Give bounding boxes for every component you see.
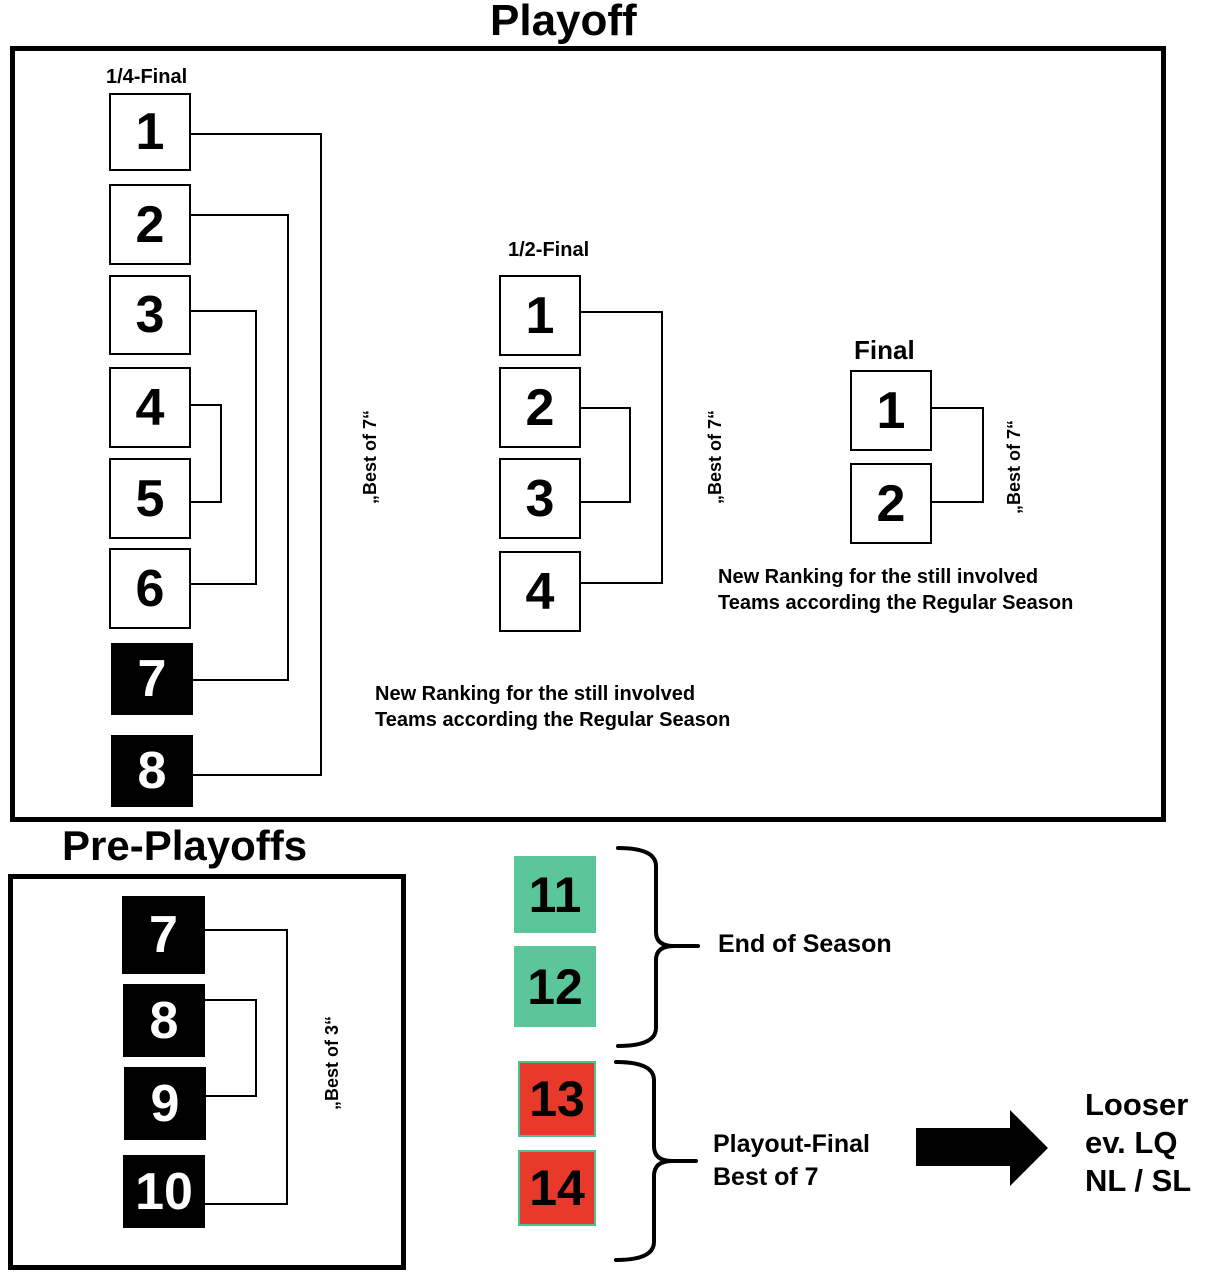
- quarter-seed-7: 7: [111, 643, 193, 715]
- playout-seed-13: 13: [518, 1061, 596, 1137]
- quarter-series-label: „Best of 7“: [360, 409, 380, 504]
- semi-ranking-note: New Ranking for the still involved Teams…: [375, 681, 730, 733]
- final-seed-2: 2: [850, 463, 932, 544]
- quarter-seed-2: 2: [109, 184, 191, 265]
- pre-playoffs-series-label: „Best of 3“: [322, 1015, 342, 1110]
- playout-label-line2: Best of 7: [713, 1163, 819, 1191]
- semi-seed-2: 2: [499, 367, 581, 448]
- final-series-label: „Best of 7“: [1004, 419, 1024, 514]
- final-seed-1: 1: [850, 370, 932, 451]
- playout-seed-14: 14: [518, 1150, 596, 1226]
- relegation-line2: ev. LQ: [1085, 1125, 1178, 1160]
- end-of-season-seed-12: 12: [514, 946, 596, 1027]
- pre-playoffs-frame: [8, 874, 406, 1270]
- playoff-frame: [10, 46, 1166, 822]
- playout-label: Playout-Final Best of 7: [713, 1128, 870, 1194]
- quarter-seed-4: 4: [109, 367, 191, 448]
- final-label: Final: [854, 335, 915, 365]
- pre-playoffs-title: Pre-Playoffs: [62, 822, 308, 869]
- semi-seed-3: 3: [499, 458, 581, 539]
- quarter-final-label: 1/4-Final: [106, 66, 188, 88]
- semi-final-label: 1/2-Final: [508, 239, 590, 261]
- pre-seed-8: 8: [123, 984, 205, 1057]
- quarter-seed-6: 6: [109, 548, 191, 629]
- relegation-line1: Looser: [1085, 1087, 1189, 1122]
- relegation-outcome: Looser ev. LQ NL / SL: [1085, 1086, 1191, 1200]
- quarter-seed-8: 8: [111, 735, 193, 807]
- final-ranking-note: New Ranking for the still involved Teams…: [718, 564, 1073, 616]
- quarter-seed-1: 1: [109, 93, 191, 171]
- playoff-title: Playoff: [490, 0, 637, 45]
- semi-ranking-note-line2: Teams according the Regular Season: [375, 709, 731, 731]
- pre-seed-10: 10: [123, 1155, 205, 1228]
- semi-series-label: „Best of 7“: [705, 409, 725, 504]
- semi-seed-4: 4: [499, 551, 581, 632]
- end-of-season-seed-11: 11: [514, 856, 596, 933]
- quarter-seed-5: 5: [109, 458, 191, 539]
- semi-seed-1: 1: [499, 275, 581, 356]
- semi-ranking-note-line1: New Ranking for the still involved: [375, 683, 696, 705]
- final-ranking-note-line2: Teams according the Regular Season: [718, 592, 1074, 614]
- end-of-season-label: End of Season: [718, 930, 892, 958]
- pre-seed-9: 9: [124, 1067, 206, 1140]
- relegation-line3: NL / SL: [1085, 1163, 1192, 1198]
- final-ranking-note-line1: New Ranking for the still involved: [718, 566, 1039, 588]
- playout-label-line1: Playout-Final: [713, 1130, 870, 1158]
- quarter-seed-3: 3: [109, 275, 191, 355]
- pre-seed-7: 7: [122, 896, 205, 974]
